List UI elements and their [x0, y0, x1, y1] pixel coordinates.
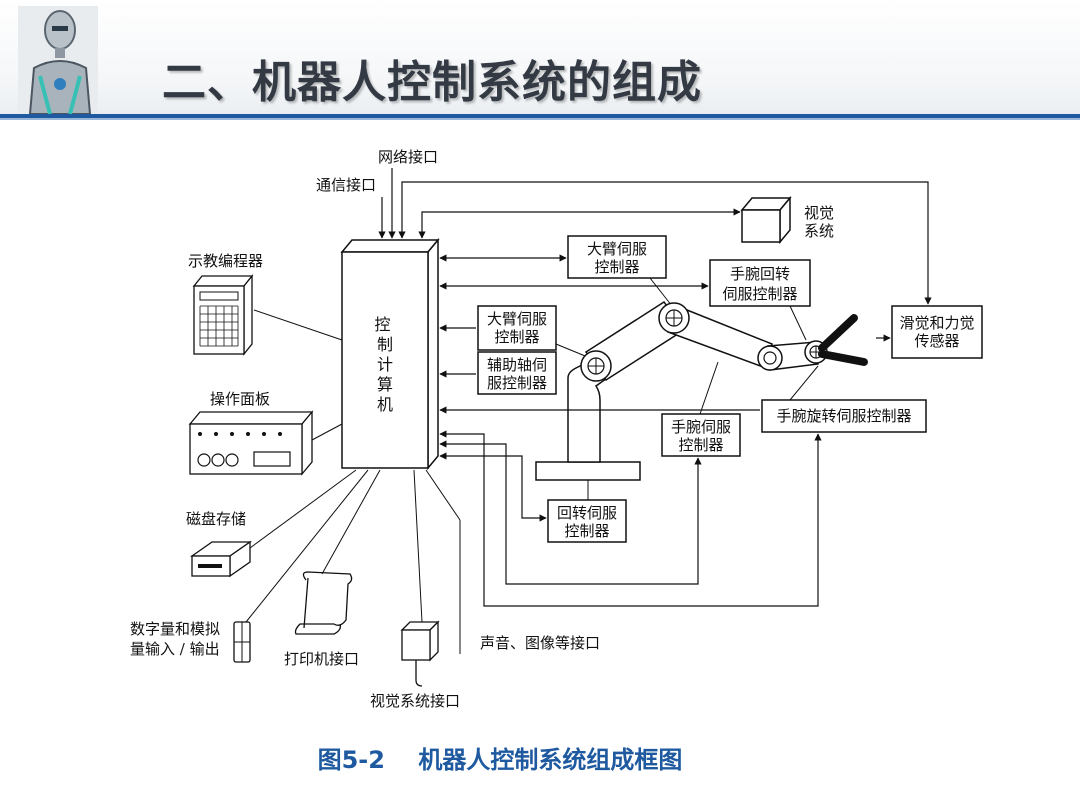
teach-pendant-icon	[192, 274, 254, 356]
big-arm-top-leader	[649, 277, 673, 307]
operator-panel-icon	[188, 410, 314, 476]
wrist-rotate-servo-box	[709, 259, 811, 307]
vision-interface-label: 视觉系统接口	[370, 692, 460, 710]
printer-interface-label: 打印机接口	[284, 650, 359, 668]
wrist-servo-link	[439, 440, 702, 585]
comm-interface-label: 通信接口	[316, 176, 376, 194]
big-arm-servo-top-box	[567, 235, 667, 279]
page-title: 二、机器人控制系统的组成	[162, 57, 702, 108]
header-divider	[0, 114, 1080, 118]
wrist-spin-servo-label: 手腕旋转伺服控制器	[776, 407, 911, 425]
printer-icon	[294, 571, 353, 635]
network-interface-label: 网络接口	[378, 148, 438, 166]
vision-camera-icon	[400, 620, 440, 687]
disk-storage-label: 磁盘存储	[186, 510, 246, 528]
vision-system-link	[418, 208, 741, 239]
wrist-rotate-leader	[789, 305, 807, 341]
disk-storage-icon	[189, 540, 253, 578]
figure-caption: 图5-2 机器人控制系统组成框图	[317, 746, 683, 774]
big-arm-servo-top-label: 大臂伺服控制器	[587, 240, 647, 276]
header-bar: 二、机器人控制系统的组成	[0, 0, 1080, 118]
controller-box: 控 制计算机	[340, 237, 440, 471]
base-rotate-servo-box	[547, 499, 627, 543]
audio-image-interface-label: 声音、图像等接口	[480, 634, 600, 652]
robot-arm-illustration	[535, 300, 868, 481]
wrist-servo-leader	[699, 361, 719, 415]
slip-force-sensor-label: 滑觉和力觉传感器	[899, 314, 974, 350]
vision-system-label: 视觉系统	[804, 204, 834, 240]
aux-axis-servo-box	[477, 351, 557, 395]
big-arm-servo-left-box	[477, 305, 557, 351]
operator-panel-link	[311, 423, 343, 441]
digital-analog-io-label: 数字量和模拟量输入 / 输出	[130, 620, 220, 658]
control-system-diagram: 控 制计算机 网络接口 通信接口 视觉系统 大臂伺服控制器 手腕回转伺服控制器 …	[130, 148, 983, 710]
base-rotate-servo-label: 回转伺服控制器	[557, 504, 617, 540]
slip-sensor-link	[398, 181, 932, 305]
teach-pendant-label: 示教编程器	[188, 252, 263, 270]
aux-axis-servo-label: 辅助轴伺服控制器	[487, 356, 547, 392]
wrist-spin-servo-box	[761, 399, 927, 433]
robot-logo-icon	[18, 6, 98, 114]
wrist-spin-bottom-link	[439, 430, 822, 607]
big-arm-servo-left-label: 大臂伺服控制器	[487, 310, 547, 346]
digital-analog-io-link	[245, 469, 369, 623]
wrist-spin-leader	[789, 365, 819, 401]
slip-force-sensor-box	[891, 305, 983, 359]
teach-pendant-link	[253, 309, 343, 341]
audio-image-link-diag	[425, 469, 461, 521]
disk-storage-link	[249, 469, 357, 549]
header-divider-light	[0, 118, 1080, 120]
base-rotate-link	[439, 452, 547, 522]
vision-camera-link	[413, 469, 423, 623]
operator-panel-label: 操作面板	[210, 390, 270, 408]
digital-analog-io-icon	[233, 621, 251, 663]
wrist-servo-label: 手腕伺服控制器	[671, 418, 731, 454]
wrist-rotate-servo-label: 手腕回转伺服控制器	[722, 265, 797, 303]
printer-link	[321, 469, 381, 575]
controller-label: 控 制计算机	[374, 315, 395, 414]
vision-system-cube	[740, 195, 792, 245]
